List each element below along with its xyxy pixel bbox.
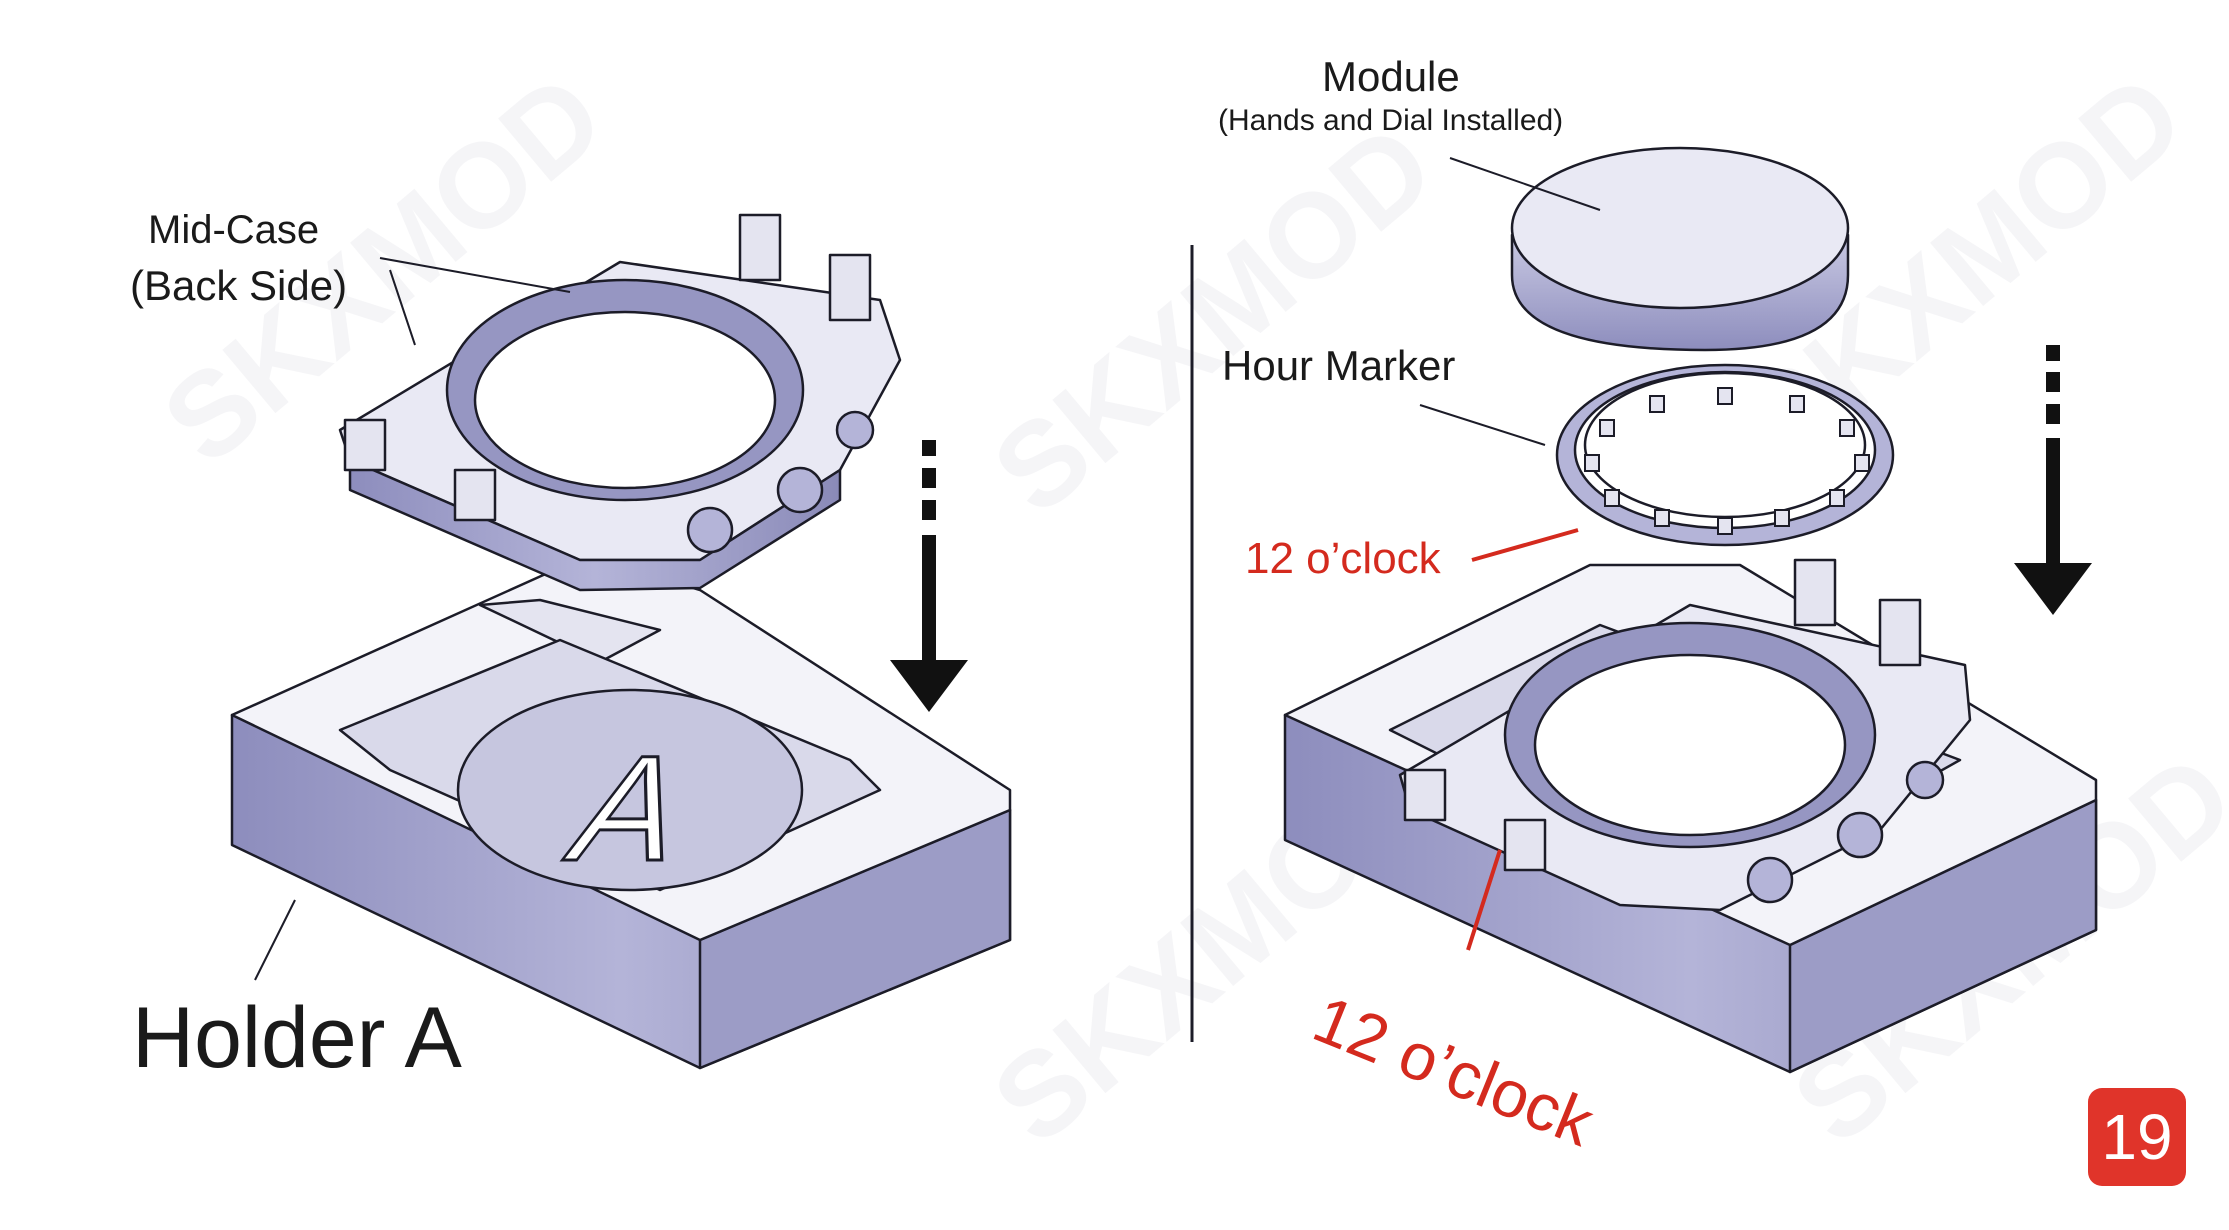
mid-case-left <box>338 213 902 592</box>
midcase-leader-1 <box>379 257 571 293</box>
hour-marker-indices <box>1584 387 1870 535</box>
module-label: Module <box>1322 53 1460 100</box>
down-arrow-right <box>2014 345 2092 615</box>
hour-marker-leader <box>1419 404 1546 446</box>
midcase-label-line2: (Back Side) <box>130 262 348 309</box>
down-arrow-left <box>890 440 968 712</box>
holder-a-label: Holder A <box>132 990 462 1086</box>
module-disc <box>1510 146 1850 352</box>
twelve-large-leader <box>1466 849 1502 951</box>
holder-leader <box>254 899 296 981</box>
module-sublabel: (Hands and Dial Installed) <box>1218 104 1564 137</box>
page-number-badge: 19 <box>2088 1088 2186 1186</box>
hour-marker-label: Hour Marker <box>1222 342 1456 389</box>
mid-case-right <box>1398 558 1972 912</box>
midcase-label-line1: Mid-Case <box>148 208 320 252</box>
twelve-oclock-label-small: 12 o’clock <box>1245 534 1441 583</box>
holder-a-left <box>230 570 1012 1070</box>
module-leader <box>1449 157 1601 211</box>
twelve-small-leader <box>1471 528 1579 562</box>
midcase-leader-2 <box>389 269 416 346</box>
